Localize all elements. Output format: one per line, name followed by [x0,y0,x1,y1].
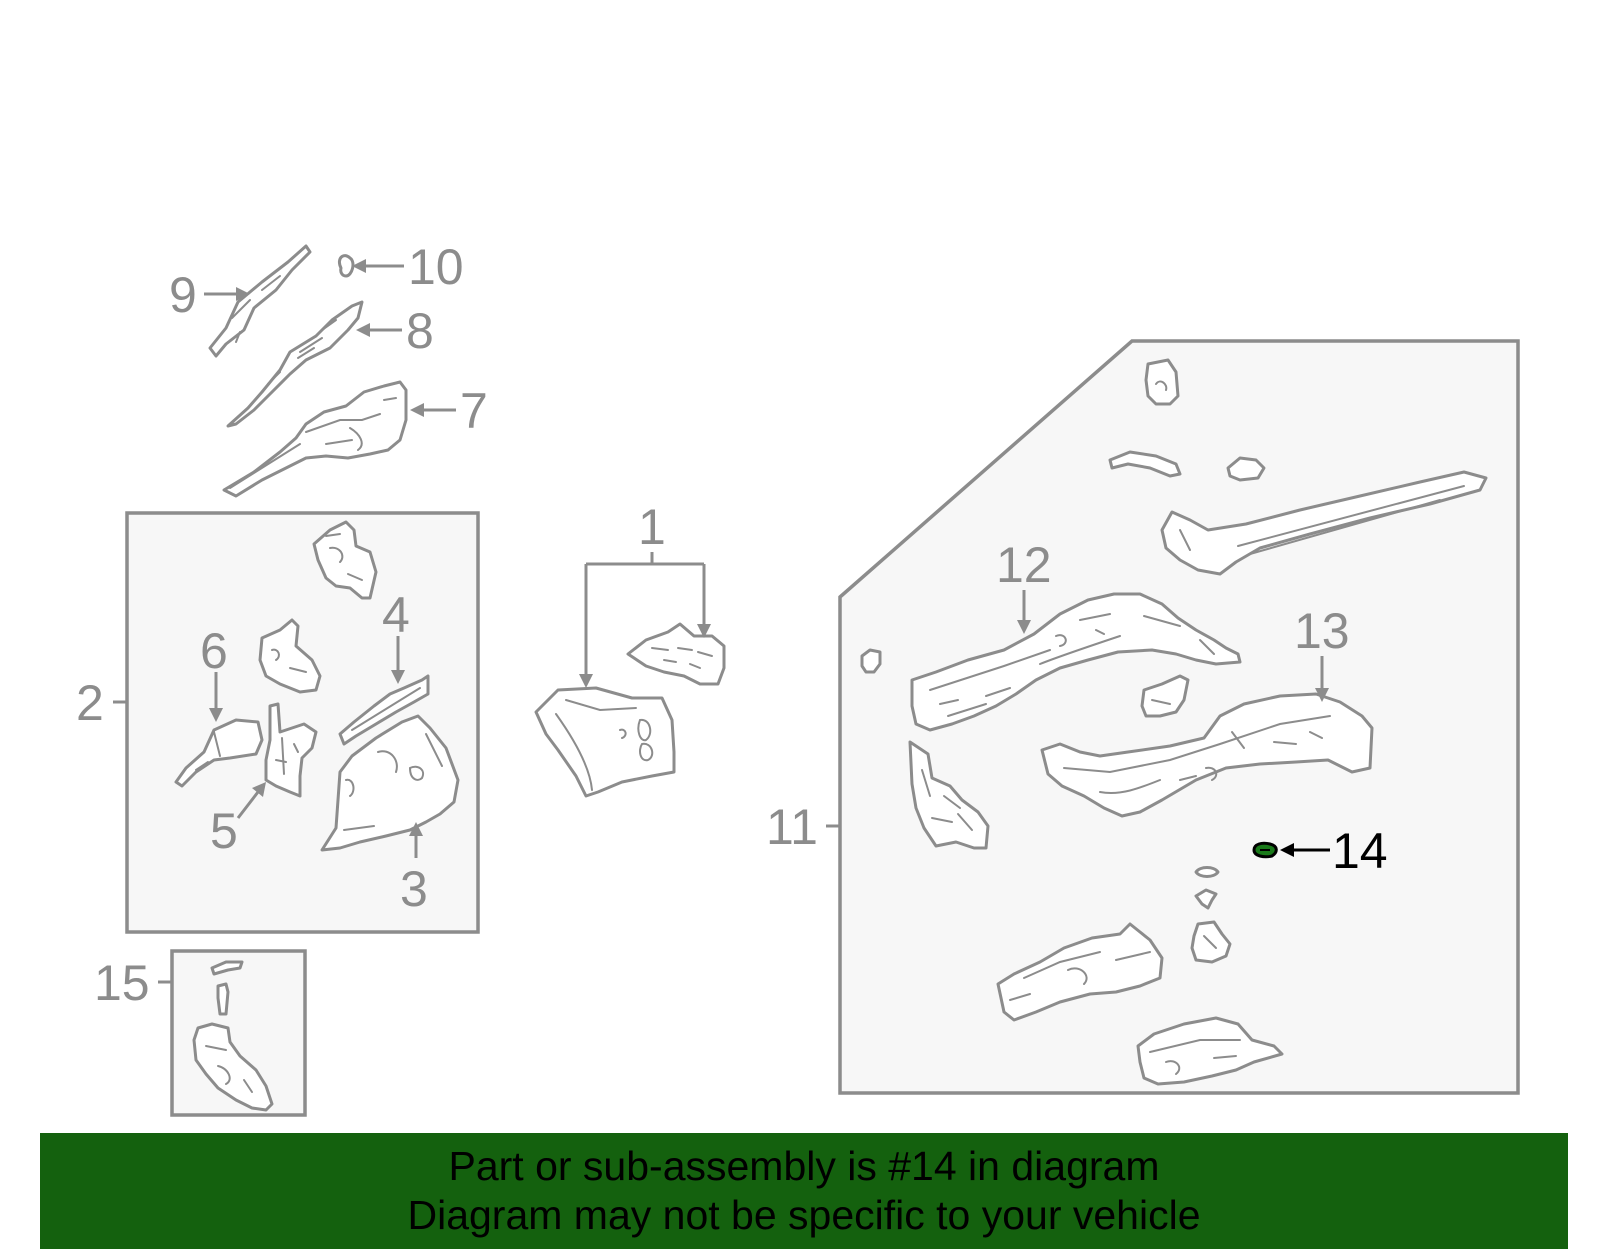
callout-14: 14 [1332,823,1388,879]
part-15-bracket[interactable] [192,1022,274,1112]
callout-2: 2 [76,675,104,731]
callout-10: 10 [408,239,464,295]
part-6[interactable] [174,718,264,788]
leader-13 [1315,656,1329,702]
part-4[interactable] [338,674,430,746]
callout-1: 1 [638,499,666,555]
callout-4: 4 [382,587,410,643]
part-1-bracket[interactable] [626,622,726,686]
part-8[interactable] [226,300,364,428]
part-11-bracket-a[interactable] [1144,358,1180,406]
callout-13: 13 [1294,603,1350,659]
part-3[interactable] [320,714,460,852]
part-11-bracket-c[interactable] [1190,920,1232,964]
leader-4 [391,636,405,684]
leader-9 [204,287,250,301]
leader-14 [1280,843,1330,857]
part-11-rail-lower[interactable] [996,922,1164,1022]
callout-11: 11 [766,799,818,855]
callout-3: 3 [400,861,428,917]
part-15-pin[interactable] [216,982,230,1016]
part-11-bracket-b[interactable] [908,740,990,850]
leader-5 [236,782,266,819]
callout-9: 9 [169,267,197,323]
part-1-panel[interactable] [534,686,676,798]
part-12[interactable] [910,592,1242,732]
part-11-clip-c[interactable] [1194,888,1218,910]
callout-15: 15 [94,955,150,1011]
callout-7: 7 [460,383,488,439]
part-9[interactable] [208,244,312,358]
part-2-bracket-mid[interactable] [258,618,322,694]
leader-8 [356,323,402,337]
part-2-bracket-top[interactable] [312,520,378,600]
part-11-rail[interactable] [1160,470,1488,576]
part-14[interactable] [1252,841,1278,859]
callout-6: 6 [200,623,228,679]
part-11-grommet[interactable] [860,648,882,674]
part-11-strip[interactable] [1108,450,1182,478]
part-5[interactable] [264,702,318,798]
banner-line-2: Diagram may not be specific to your vehi… [407,1192,1201,1238]
group-box-11 [838,339,1520,1095]
part-11-clip[interactable] [1140,674,1190,718]
banner-line-1: Part or sub-assembly is #14 in diagram [448,1143,1160,1189]
leader-1 [579,552,711,688]
part-11-bracket-d[interactable] [1136,1016,1284,1086]
info-banner: Part or sub-assembly is #14 in diagram D… [40,1133,1568,1249]
leader-10 [352,259,404,273]
part-11-clip-b[interactable] [1194,866,1220,878]
part-7[interactable] [222,380,408,498]
leader-7 [410,403,456,417]
callout-12: 12 [996,537,1052,593]
leader-12 [1017,590,1031,634]
part-15-clip[interactable] [210,960,244,976]
part-10[interactable] [337,254,355,278]
leader-3 [409,822,423,858]
leader-6 [209,672,223,722]
part-13[interactable] [1040,692,1374,818]
callout-5: 5 [210,803,238,859]
part-11-tab[interactable] [1226,456,1266,482]
callout-8: 8 [406,303,434,359]
